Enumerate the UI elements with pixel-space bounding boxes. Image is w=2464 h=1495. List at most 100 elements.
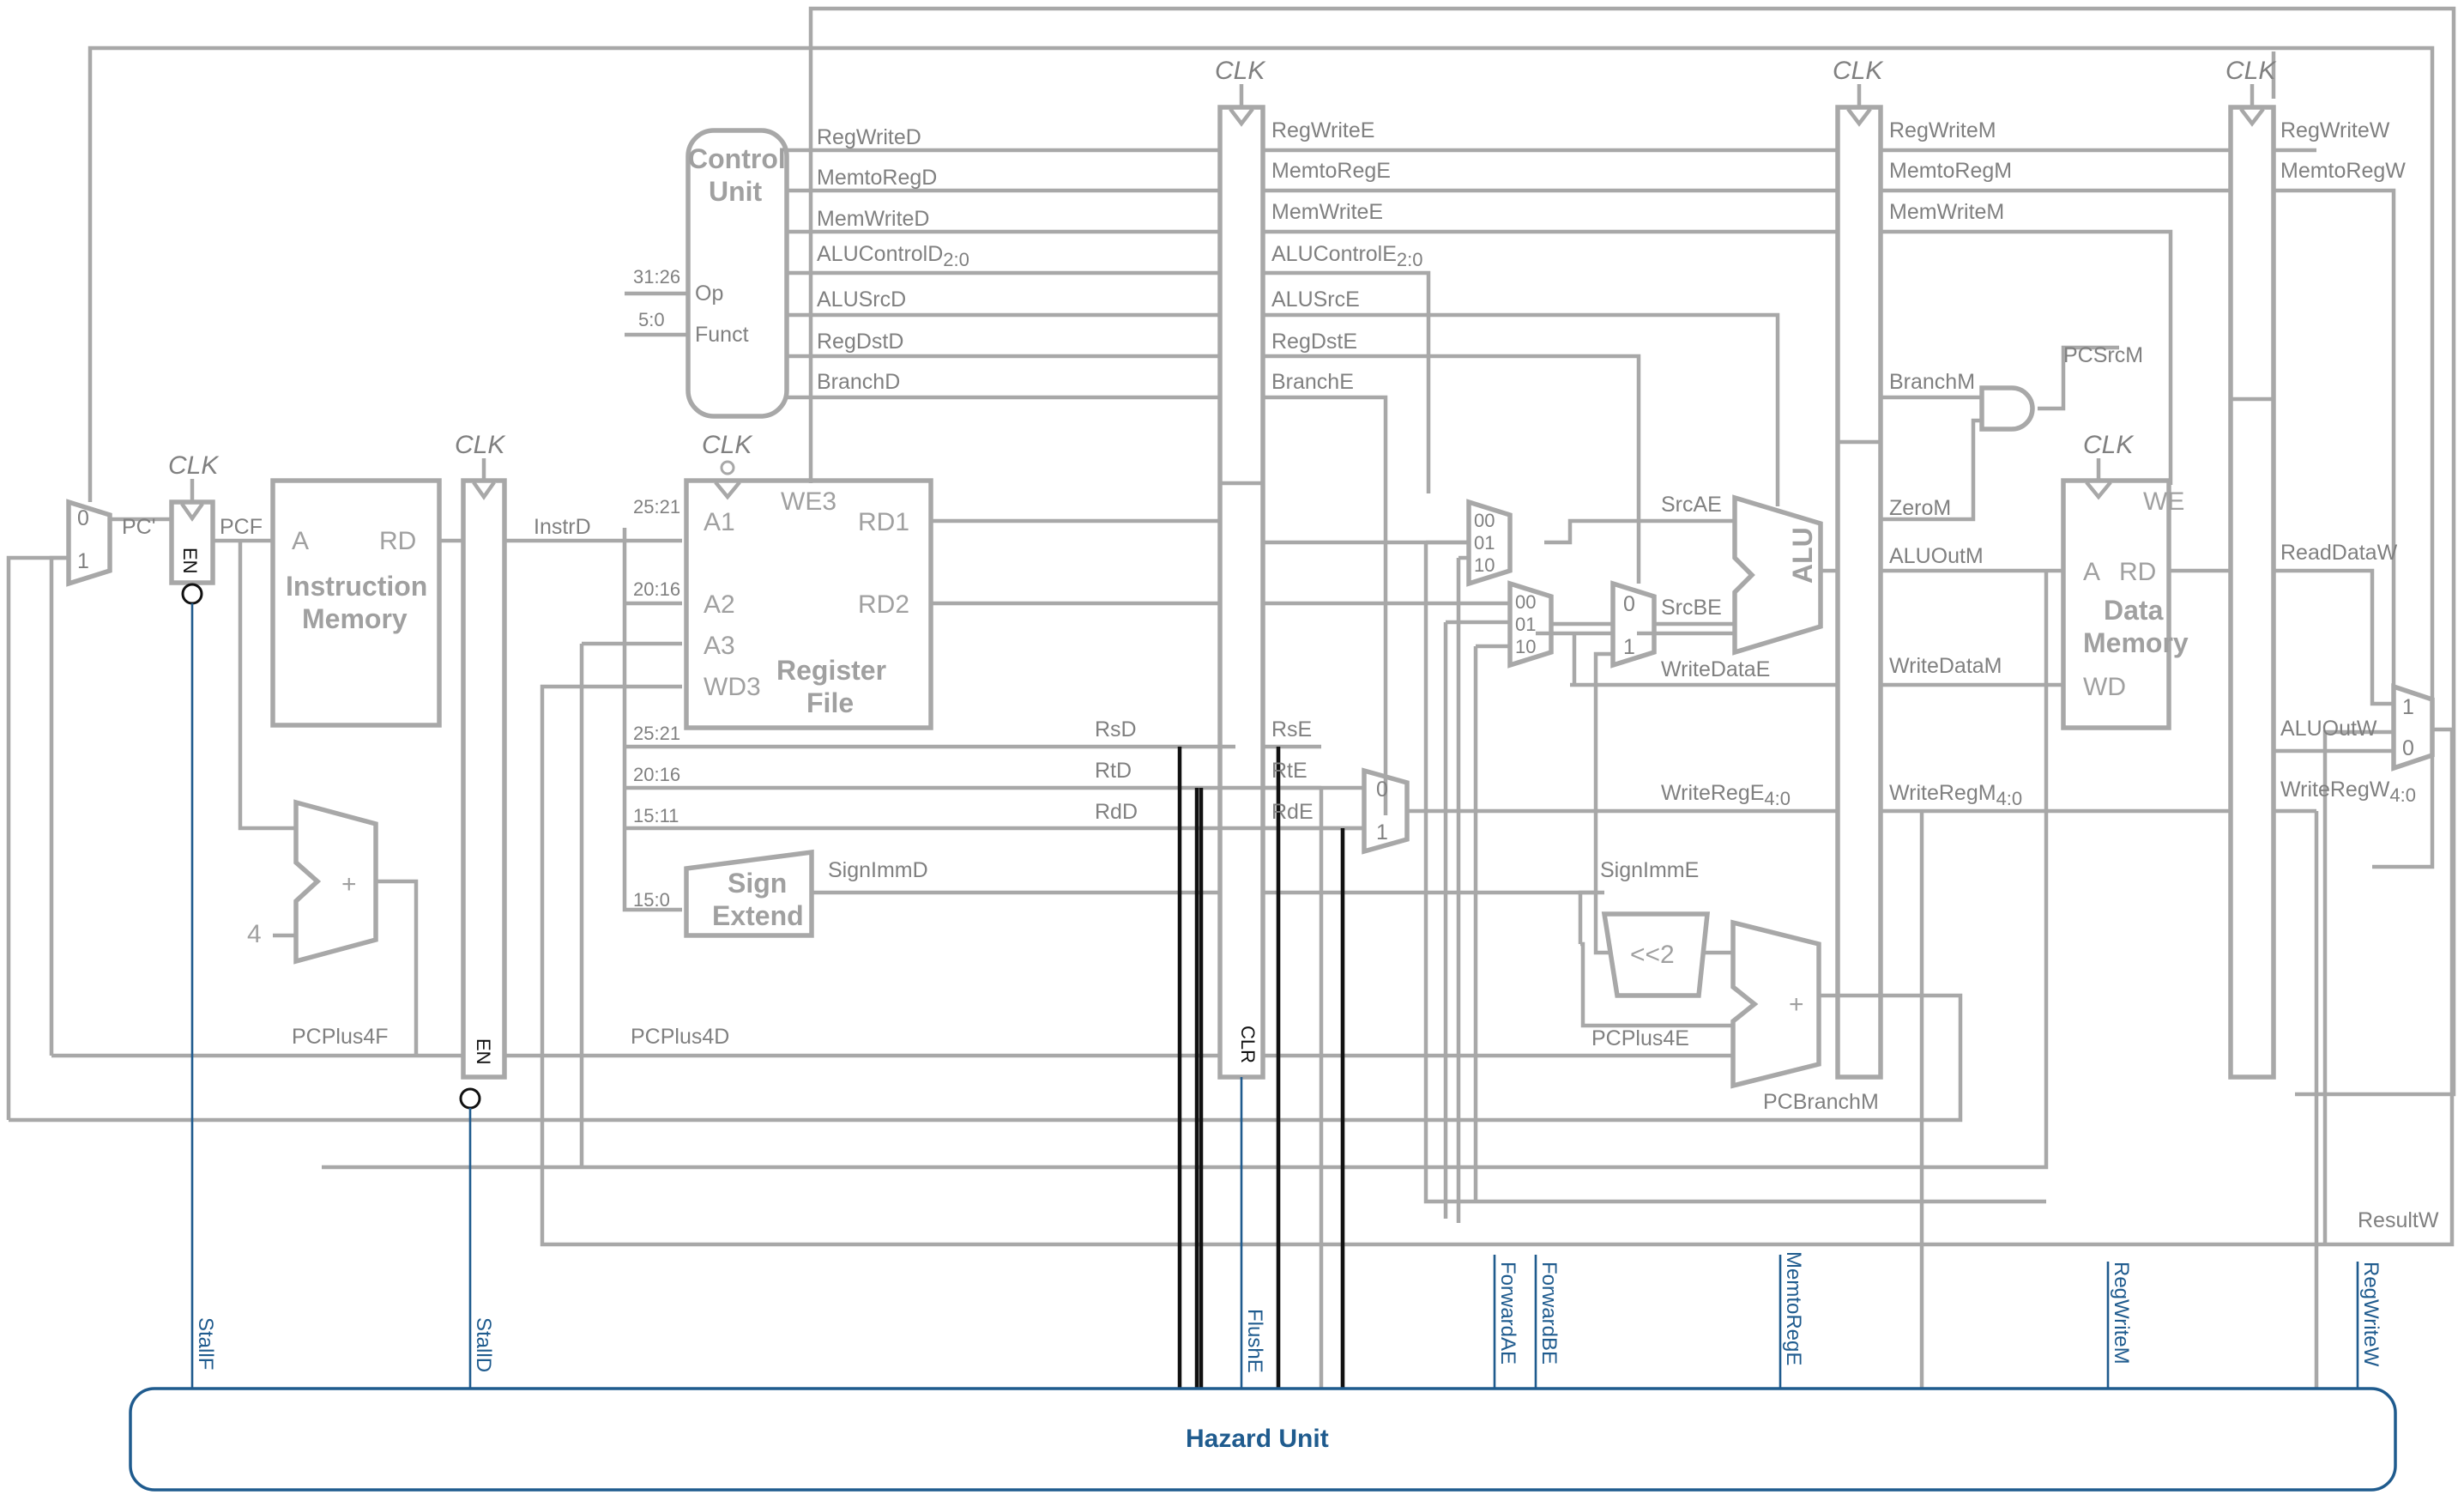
- pcsrcm-label: PCSrcM: [2063, 343, 2143, 367]
- writedatae-label: WriteDataE: [1661, 657, 1770, 681]
- regfile-wd3: WD3: [704, 673, 761, 701]
- sign-extend: [684, 849, 814, 938]
- branch-adder: [1730, 919, 1821, 1089]
- pc-adder: [293, 799, 378, 965]
- forward-b-mux: [1507, 580, 1554, 669]
- srcb-in0: 0: [1623, 592, 1635, 616]
- dmem-rd: RD: [2119, 558, 2156, 586]
- result-mux: [2391, 683, 2435, 772]
- fwdb-10: 10: [1515, 636, 1536, 657]
- rde-label: RdE: [1271, 800, 1314, 824]
- const-four: 4: [247, 920, 262, 948]
- srcb-in1: 1: [1623, 635, 1635, 659]
- zerom-label: ZeroM: [1889, 496, 1951, 520]
- rs-rt-hazard-lines: [1177, 747, 1345, 1389]
- writeregw-label: WriteRegW4:0: [2280, 778, 2416, 806]
- field-a2-bits: 20:16: [633, 578, 680, 600]
- fwda-10: 10: [1474, 554, 1495, 576]
- sig-memtorege: MemtoRegE: [1271, 159, 1391, 183]
- field-rs-bits: 25:21: [633, 723, 680, 744]
- id-ex-register: [1217, 105, 1265, 1080]
- regdst-mux: [1362, 767, 1410, 855]
- alu-label: ALU: [1787, 527, 1818, 584]
- dmem-a: A: [2083, 558, 2100, 586]
- sig-alucontrold-sub: 2:0: [943, 249, 969, 270]
- imem-title-line1: Instruction: [286, 571, 427, 602]
- hazard-wires: [190, 603, 2359, 1389]
- imem-title-line2: Memory: [302, 603, 408, 634]
- memtorege-hazard-label: MemtoRegE: [1782, 1251, 1805, 1365]
- sig-alucontrold-name: ALUControlD: [817, 242, 943, 266]
- stallf-label: StallF: [194, 1317, 217, 1370]
- rtd-label: RtD: [1095, 759, 1132, 783]
- regfile-clk-bubble: [720, 460, 735, 475]
- sign-extend-line2: Extend: [712, 900, 804, 931]
- idex-clear-label: CLR: [1237, 1026, 1259, 1063]
- pc-mux-in1: 1: [77, 549, 89, 573]
- dmem-we: WE: [2143, 487, 2184, 516]
- hazard-signal-labels: StallF StallD FlushE ForwardAE ForwardBE…: [194, 1251, 2382, 1373]
- sig-memwritem: MemWriteM: [1889, 200, 2004, 224]
- memory-signal-labels: RegWriteM MemtoRegM MemWriteM BranchM Ze…: [1889, 118, 2143, 809]
- data-memory: [2061, 478, 2171, 730]
- hazard-unit: [129, 1387, 2397, 1492]
- op-bits: 31:26: [633, 266, 680, 288]
- srcb-mux: [1610, 580, 1657, 669]
- decode-signal-labels: RegWriteD MemtoRegD MemWriteD ALUControl…: [817, 125, 969, 394]
- pcplus4e-label: PCPlus4E: [1591, 1026, 1689, 1050]
- sig-regwritew: RegWriteW: [2280, 118, 2390, 142]
- writeregw-name: WriteRegW: [2280, 778, 2390, 802]
- mem-wb-register: [2228, 105, 2276, 1080]
- aluoutm-label: ALUOutM: [1889, 544, 1984, 568]
- sig-alucontrole: ALUControlE2:0: [1271, 242, 1423, 270]
- sign-extend-line1: Sign: [728, 868, 787, 899]
- datapath-wires: [6, 6, 2456, 1389]
- fwda-01: 01: [1474, 532, 1495, 554]
- rse-label: RsE: [1271, 717, 1312, 741]
- regfile-a1: A1: [704, 508, 735, 536]
- rdd-label: RdD: [1095, 800, 1138, 824]
- sig-memtoregm: MemtoRegM: [1889, 159, 2012, 183]
- regdst-in1: 1: [1376, 820, 1388, 844]
- execute-signal-labels: RegWriteE MemtoRegE MemWriteE ALUControl…: [1271, 118, 1423, 824]
- sig-memtoregd: MemtoRegD: [817, 166, 937, 190]
- signimmd-label: SignImmD: [828, 858, 928, 882]
- sig-alucontrole-name: ALUControlE: [1271, 242, 1397, 266]
- writeregm-label: WriteRegM4:0: [1889, 781, 2022, 809]
- pc-adder-plus: +: [341, 870, 357, 899]
- pc-clk-label: CLK: [168, 451, 220, 480]
- pcf-label: PCF: [220, 515, 263, 539]
- alu: [1732, 494, 1823, 656]
- sig-regdstd: RegDstD: [817, 330, 903, 354]
- ifid-enable-bubble: [459, 1087, 481, 1110]
- pc-prime-label: PC': [122, 515, 156, 539]
- writeregm-sub: 4:0: [1996, 788, 2023, 809]
- sig-memwritee: MemWriteE: [1271, 200, 1383, 224]
- pc-mux: [66, 499, 112, 587]
- sig-alucontrold: ALUControlD2:0: [817, 242, 969, 270]
- writedatam-label: WriteDataM: [1889, 654, 2002, 678]
- idex-clk-label: CLK: [1215, 57, 1266, 85]
- forwardae-label: ForwardAE: [1496, 1262, 1519, 1365]
- field-rt-bits: 20:16: [633, 764, 680, 785]
- writerege-sub: 4:0: [1764, 788, 1791, 809]
- forwardbe-label: ForwardBE: [1537, 1262, 1561, 1365]
- result-mux-in0: 0: [2402, 736, 2414, 760]
- ifid-clk-label: CLK: [455, 431, 506, 459]
- dmem-title-line2: Memory: [2083, 627, 2189, 658]
- regwritem-hazard-label: RegWriteM: [2110, 1262, 2133, 1365]
- regdst-in0: 0: [1376, 778, 1388, 802]
- control-title-line1: Control: [688, 143, 786, 174]
- readdataw-label: ReadDataW: [2280, 541, 2398, 565]
- regfile-a3: A3: [704, 632, 735, 660]
- pc-enable-bubble: [181, 583, 203, 605]
- regfile-title-line1: Register: [776, 655, 886, 686]
- pcplus4d-label: PCPlus4D: [631, 1025, 729, 1049]
- stalld-label: StallD: [472, 1317, 495, 1372]
- regfile-title-line2: File: [806, 687, 854, 718]
- shift-left-2: [1601, 911, 1711, 998]
- shift-label: <<2: [1630, 941, 1675, 969]
- sig-regwritem: RegWriteM: [1889, 118, 1996, 142]
- sig-alucontrole-sub: 2:0: [1397, 249, 1423, 270]
